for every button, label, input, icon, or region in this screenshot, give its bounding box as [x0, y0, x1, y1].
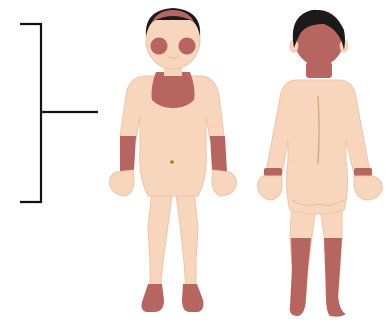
back-right-lower-leg	[324, 238, 346, 317]
back-right-hand	[354, 176, 382, 200]
back-right-wrist	[354, 168, 372, 176]
front-right-cheek	[179, 38, 196, 55]
front-navel	[170, 160, 174, 164]
back-left-wrist	[264, 168, 282, 176]
front-right-foot	[182, 284, 203, 312]
front-right-forearm	[210, 136, 227, 172]
front-left-leg	[148, 190, 172, 290]
front-chest-patch	[152, 72, 195, 108]
front-left-forearm	[120, 136, 136, 172]
back-left-hand	[258, 176, 282, 200]
front-left-foot	[142, 284, 165, 312]
front-right-leg	[176, 190, 198, 290]
bracket-icon	[20, 24, 98, 202]
back-view-figure	[258, 10, 383, 317]
front-right-hand	[212, 170, 236, 196]
front-left-cheek	[151, 38, 168, 55]
front-left-hand	[110, 170, 134, 196]
front-view-figure	[110, 8, 237, 312]
